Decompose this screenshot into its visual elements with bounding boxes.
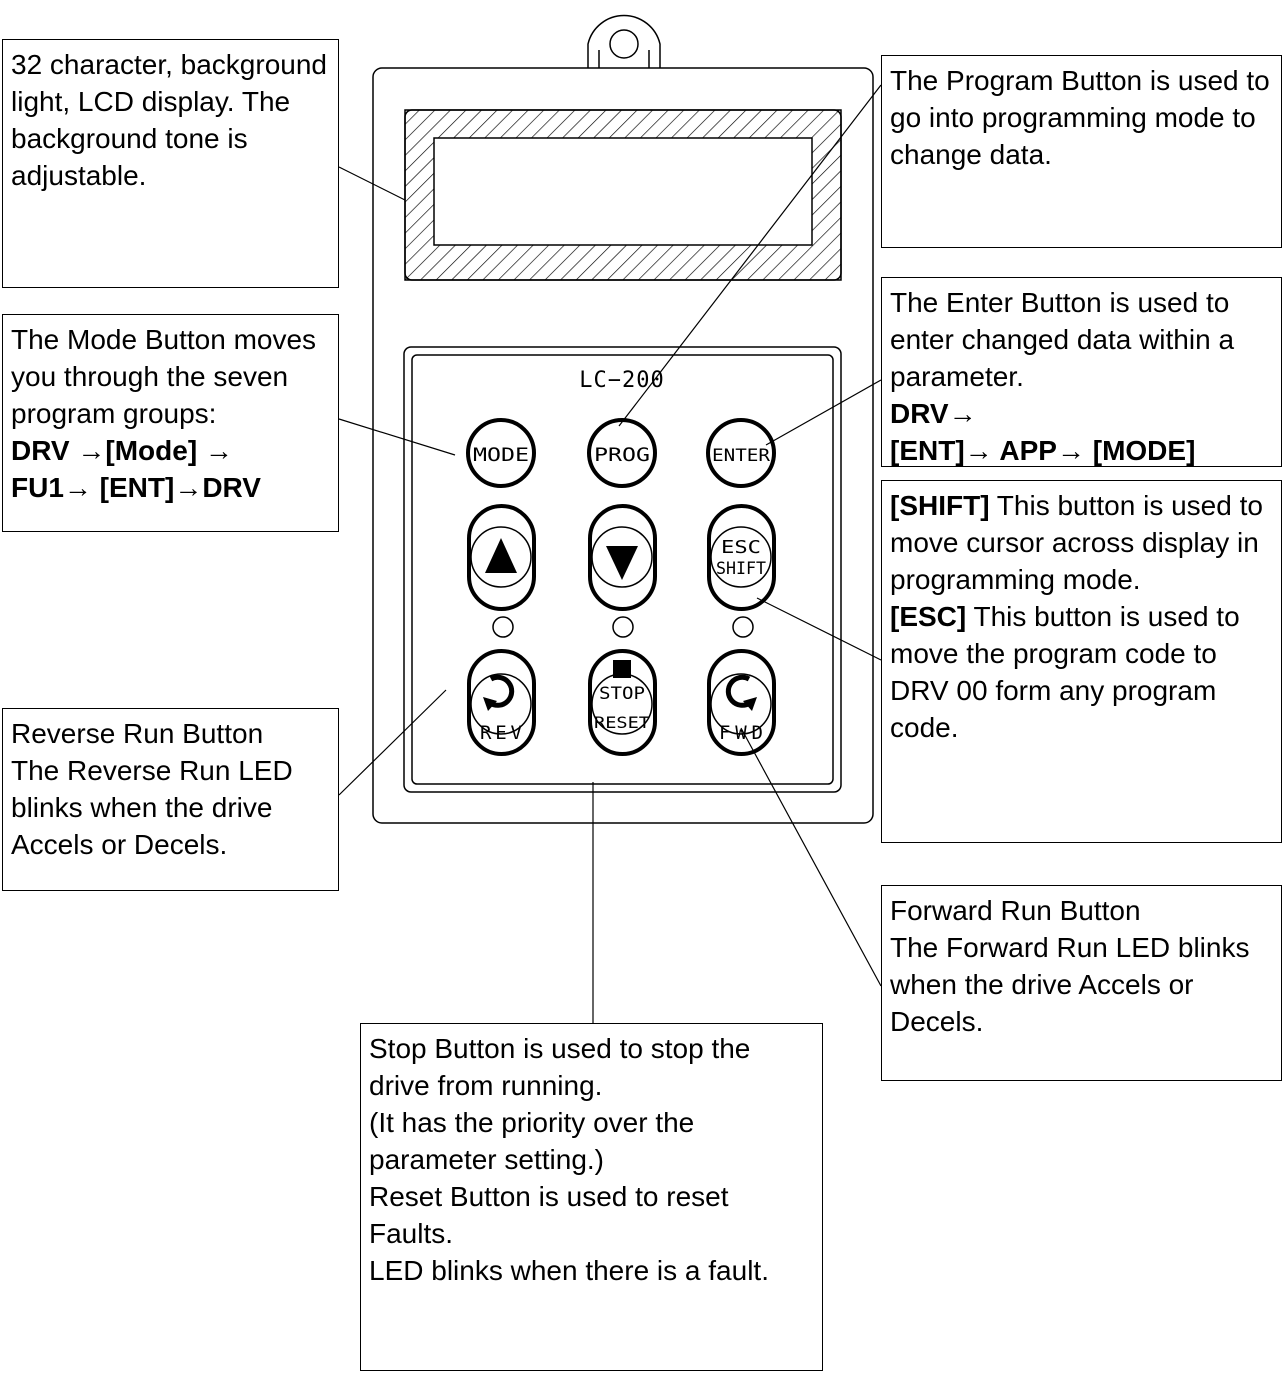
keypad-body xyxy=(372,67,874,824)
keypad-panel xyxy=(403,346,842,793)
stop-square-icon xyxy=(613,660,631,678)
stop-callout-line-3: Reset Button is used to reset Faults. xyxy=(369,1181,729,1249)
leader-mode xyxy=(338,418,456,456)
enter-sequence-1: DRV→ xyxy=(890,398,977,429)
shift-key-label: [SHIFT] xyxy=(890,490,990,521)
forward-callout-title: Forward Run Button xyxy=(890,895,1141,926)
program-callout: The Program Button is used to go into pr… xyxy=(881,55,1282,248)
mode-sequence-1: DRV →[Mode] → xyxy=(11,435,233,466)
leader-reverse xyxy=(338,689,447,796)
prog-button-label: PROG xyxy=(594,444,650,466)
leader-lcd xyxy=(338,166,406,201)
up-button[interactable] xyxy=(467,504,536,611)
reverse-rotation-icon xyxy=(483,674,515,711)
down-button[interactable] xyxy=(588,504,657,611)
enter-callout: The Enter Button is used to enter change… xyxy=(881,277,1282,467)
mode-sequence-2: FU1→ [ENT]→DRV xyxy=(11,472,261,503)
mode-callout: The Mode Button moves you through the se… xyxy=(2,314,339,532)
esc-shift-button[interactable]: ESC SHIFT xyxy=(707,504,776,611)
fwd-button[interactable]: FWD xyxy=(707,649,776,756)
prog-button[interactable]: PROG xyxy=(587,418,657,488)
reverse-callout-text: The Reverse Run LED blinks when the driv… xyxy=(11,755,293,860)
stop-callout-line-2: (It has the priority over the parameter … xyxy=(369,1107,695,1175)
lcd-callout-text: 32 character, background light, LCD disp… xyxy=(11,49,327,191)
leader-program xyxy=(618,84,882,427)
forward-rotation-icon xyxy=(725,674,757,711)
forward-callout-text: The Forward Run LED blinks when the driv… xyxy=(890,932,1250,1037)
esc-key-label: [ESC] xyxy=(890,601,967,632)
forward-led xyxy=(732,616,754,638)
shift-esc-callout: [SHIFT] This button is used to move curs… xyxy=(881,480,1282,843)
down-arrow-icon xyxy=(606,546,638,580)
shift-description: This button is used to move cursor acros… xyxy=(890,490,1263,595)
shift-label: SHIFT xyxy=(716,559,766,579)
mode-button[interactable]: MODE xyxy=(466,418,536,488)
lcd-display xyxy=(404,109,842,281)
stop-reset-button[interactable]: STOP RESET xyxy=(588,649,657,756)
leader-forward xyxy=(740,727,882,987)
stop-callout-line-1: Stop Button is used to stop the drive fr… xyxy=(369,1033,751,1101)
stop-callout: Stop Button is used to stop the drive fr… xyxy=(360,1023,823,1371)
forward-callout: Forward Run Button The Forward Run LED b… xyxy=(881,885,1282,1081)
program-callout-text: The Program Button is used to go into pr… xyxy=(890,65,1270,170)
leader-enter xyxy=(765,379,882,446)
enter-button[interactable]: ENTER xyxy=(706,418,776,488)
reverse-led xyxy=(492,616,514,638)
reverse-callout: Reverse Run Button The Reverse Run LED b… xyxy=(2,708,339,891)
leader-lines xyxy=(338,84,882,1023)
rev-button[interactable]: REV xyxy=(467,649,536,756)
mode-button-label: MODE xyxy=(473,444,529,466)
mode-callout-text: The Mode Button moves you through the se… xyxy=(11,324,317,429)
reset-label: RESET xyxy=(594,713,650,732)
stop-callout-line-4: LED blinks when there is a fault. xyxy=(369,1255,769,1286)
model-label: LC−200 xyxy=(579,368,664,393)
stop-label: STOP xyxy=(599,684,645,704)
enter-callout-text: The Enter Button is used to enter change… xyxy=(890,287,1235,392)
stop-led xyxy=(612,616,634,638)
enter-button-label: ENTER xyxy=(712,446,771,466)
esc-description: This button is used to move the program … xyxy=(890,601,1240,743)
esc-label: ESC xyxy=(721,537,761,558)
lcd-callout: 32 character, background light, LCD disp… xyxy=(2,39,339,288)
rev-label: REV xyxy=(480,722,522,744)
reverse-callout-title: Reverse Run Button xyxy=(11,718,264,749)
enter-sequence-2: [ENT]→ APP→ [MODE] xyxy=(890,435,1196,466)
mounting-tab xyxy=(587,14,661,68)
up-arrow-icon xyxy=(485,538,517,573)
fwd-label: FWD xyxy=(719,722,763,744)
leader-shift xyxy=(756,597,882,661)
